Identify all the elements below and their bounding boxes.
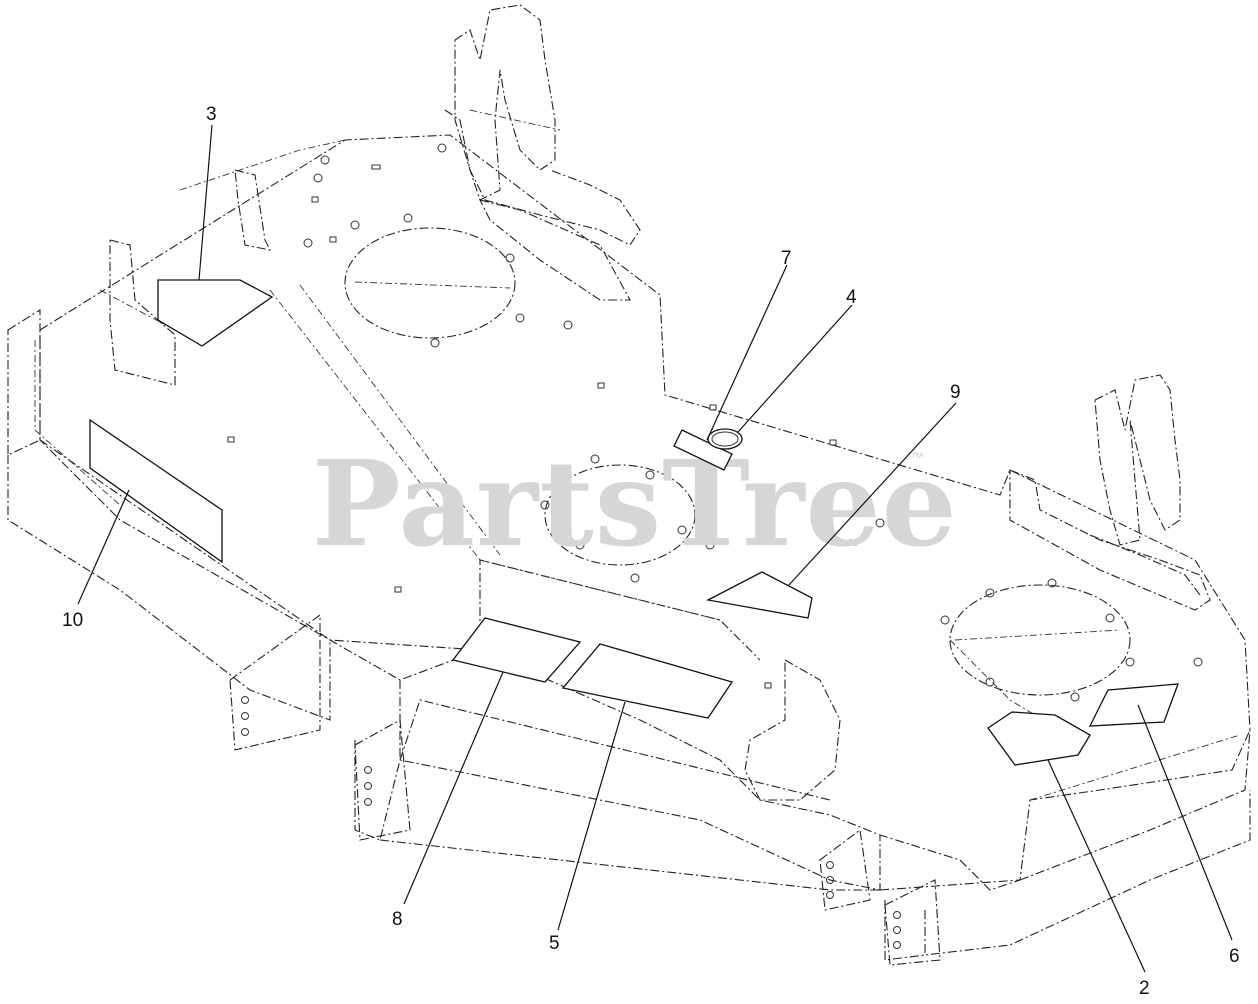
- decal-3[interactable]: [157, 279, 274, 347]
- callout-9: 9: [950, 382, 961, 403]
- decals: [89, 279, 1179, 766]
- callout-3: 3: [206, 104, 217, 125]
- callout-2: 2: [1139, 978, 1150, 999]
- decal-8[interactable]: [451, 617, 582, 683]
- decal-10[interactable]: [89, 418, 223, 564]
- mounting-holes: [227, 143, 1203, 949]
- callout-6: 6: [1229, 946, 1240, 967]
- watermark-trademark: ™: [910, 449, 924, 465]
- decal-5[interactable]: [561, 643, 734, 719]
- callout-4: 4: [846, 287, 857, 308]
- partstree-watermark: PartsTree ™: [312, 434, 958, 573]
- leader-lines: [77, 124, 1233, 973]
- decal-2[interactable]: [987, 711, 1091, 766]
- callouts: 3 10 7 4 9 8 5 2 6: [62, 104, 1240, 999]
- blade-openings: [344, 227, 1131, 696]
- deck-outline: [7, 4, 1251, 966]
- callout-7: 7: [781, 248, 792, 269]
- decal-9[interactable]: [706, 571, 813, 619]
- watermark-text: PartsTree: [312, 434, 958, 573]
- callout-8: 8: [392, 909, 403, 930]
- callout-10: 10: [62, 610, 83, 631]
- callout-5: 5: [549, 933, 560, 954]
- decal-6[interactable]: [1088, 683, 1179, 727]
